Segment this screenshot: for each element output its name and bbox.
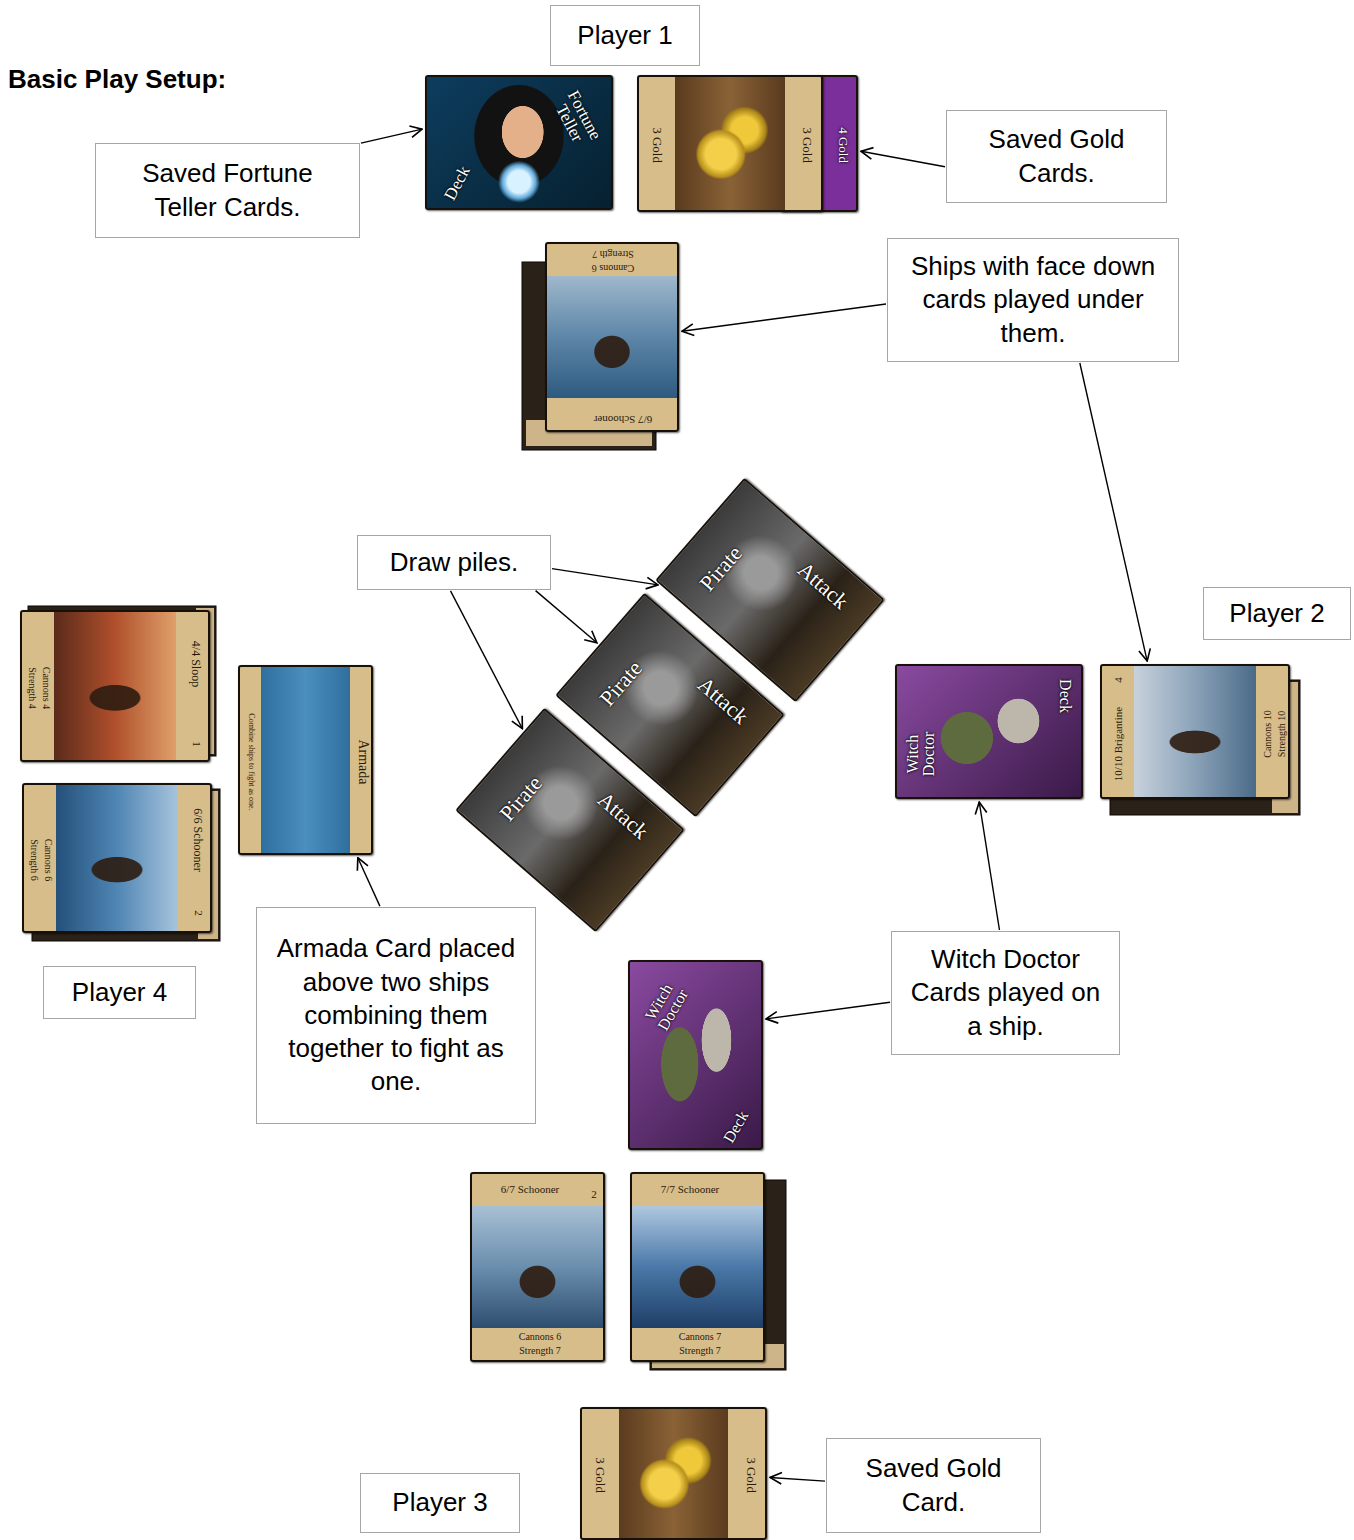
callout-box: Saved Gold Cards. xyxy=(946,110,1167,203)
card-text: Cannons 6 xyxy=(519,1332,562,1342)
callout-text: Player 2 xyxy=(1229,597,1324,630)
ship-card: 6/7 Schooner Cannons 6 Strength 7 xyxy=(545,242,679,432)
fortune-teller-card: Fortune TellerDeck xyxy=(425,75,613,210)
pointer-arrow xyxy=(1080,363,1147,661)
callout-box: Witch Doctor Cards played on a ship. xyxy=(891,931,1120,1055)
player-label: Player 1 xyxy=(550,5,700,66)
pointer-arrow xyxy=(361,129,422,143)
ship-card: 7/7 SchoonerCannons 7 Strength 7 xyxy=(630,1172,765,1362)
card-text: 3 Gold xyxy=(594,1457,607,1493)
card-text: 1 xyxy=(191,741,202,747)
callout-text: Armada Card placed above two ships combi… xyxy=(269,932,523,1098)
pointer-arrow xyxy=(552,569,658,585)
card-text: Cannons 7 xyxy=(679,1332,722,1342)
callout-box: Draw piles. xyxy=(357,535,551,590)
card-text: Deck xyxy=(721,1108,752,1145)
card-text: Attack xyxy=(594,788,653,843)
card-text: Strength 6 xyxy=(29,839,39,880)
callout-text: Player 3 xyxy=(392,1486,487,1519)
pointer-arrow xyxy=(451,591,523,729)
callout-text: Saved Gold Cards. xyxy=(959,123,1154,190)
callout-text: Saved Fortune Teller Cards. xyxy=(108,157,347,224)
pointer-arrow xyxy=(766,1002,890,1019)
card-text: Deck xyxy=(441,163,473,203)
witch-doctor-card: Witch Doctor Deck xyxy=(895,664,1083,799)
card-text: Pirate xyxy=(496,772,546,825)
card-text: 3 Gold xyxy=(651,127,664,163)
diagram-title: Basic Play Setup: xyxy=(8,64,226,95)
card-text: Fortune Teller xyxy=(546,80,609,158)
card-text: 3 Gold xyxy=(745,1457,758,1493)
pointer-arrow xyxy=(770,1477,825,1481)
card-text: Deck xyxy=(1057,679,1073,713)
gold-card: 3 Gold 3 Gold xyxy=(580,1407,767,1540)
card-text: Strength 10 xyxy=(1277,711,1287,757)
card-text: Combine ships to fight as one. xyxy=(247,713,255,810)
card-text: Cannons 6 xyxy=(592,263,635,273)
witch-doctor-card: Witch DoctorDeck xyxy=(628,960,763,1150)
gold-card: 3 Gold 3 Gold xyxy=(637,75,823,212)
card-text: Strength 7 xyxy=(519,1346,560,1356)
player-label: Player 4 xyxy=(43,966,196,1019)
card-text: Cannons 4 xyxy=(41,667,51,710)
card-text: 10/10 Brigantine xyxy=(1113,707,1124,781)
callout-text: Player 4 xyxy=(72,976,167,1009)
card-text: Armada xyxy=(356,739,370,784)
card-text: Strength 4 xyxy=(27,667,37,708)
callout-box: Armada Card placed above two ships combi… xyxy=(256,907,536,1124)
callout-text: Ships with face down cards played under … xyxy=(900,250,1166,350)
card-text: Pirate xyxy=(596,657,646,710)
card-text: 7/7 Schooner xyxy=(661,1184,719,1195)
callout-text: Saved Gold Card. xyxy=(839,1452,1028,1519)
ship-card: 10/10 Brigantine 4Cannons 10 Strength 10 xyxy=(1100,664,1290,799)
card-text: 4 xyxy=(1113,677,1124,683)
callout-text: Player 1 xyxy=(577,19,672,52)
callout-box: Ships with face down cards played under … xyxy=(887,238,1179,362)
card-text: Witch Doctor xyxy=(905,719,937,789)
card-text: Pirate xyxy=(696,542,746,595)
player-label: Player 2 xyxy=(1203,587,1351,640)
ship-card: 6/7 Schooner 2Cannons 6 Strength 7 xyxy=(470,1172,605,1362)
card-text: 2 xyxy=(193,910,204,916)
card-text: 6/6 Schooner xyxy=(192,808,204,872)
pointer-arrow xyxy=(979,802,999,930)
card-text: 4 Gold xyxy=(837,127,850,163)
card-text: Attack xyxy=(694,673,753,728)
card-text: Attack xyxy=(794,558,853,613)
card-text: Strength 7 xyxy=(679,1346,720,1356)
pointer-arrow xyxy=(861,151,945,167)
armada-card: Armada Combine ships to fight as one. xyxy=(238,665,373,855)
callout-text: Draw piles. xyxy=(390,546,519,579)
callout-box: Saved Gold Card. xyxy=(826,1438,1041,1533)
ship-card: 4/4 Sloop 1 Cannons 4 Strength 4 xyxy=(20,610,210,762)
card-text: 6/7 Schooner xyxy=(594,414,652,425)
player-label: Player 3 xyxy=(360,1473,520,1533)
card-text: Cannons 6 xyxy=(43,839,53,882)
pointer-arrow xyxy=(358,858,380,906)
callout-box: Saved Fortune Teller Cards. xyxy=(95,143,360,238)
ship-card: 6/6 Schooner 2 Cannons 6 Strength 6 xyxy=(22,783,212,933)
card-text: 3 Gold xyxy=(801,127,814,163)
pointer-arrow xyxy=(682,304,886,331)
card-text: Witch Doctor xyxy=(635,968,698,1045)
card-text: Strength 7 xyxy=(592,249,633,259)
pointer-arrow xyxy=(536,591,597,643)
callout-text: Witch Doctor Cards played on a ship. xyxy=(904,943,1107,1043)
card-text: 6/7 Schooner xyxy=(501,1184,559,1195)
card-text: Cannons 10 xyxy=(1263,710,1273,758)
card-text: 4/4 Sloop xyxy=(190,641,202,687)
card-text: 2 xyxy=(591,1189,597,1200)
